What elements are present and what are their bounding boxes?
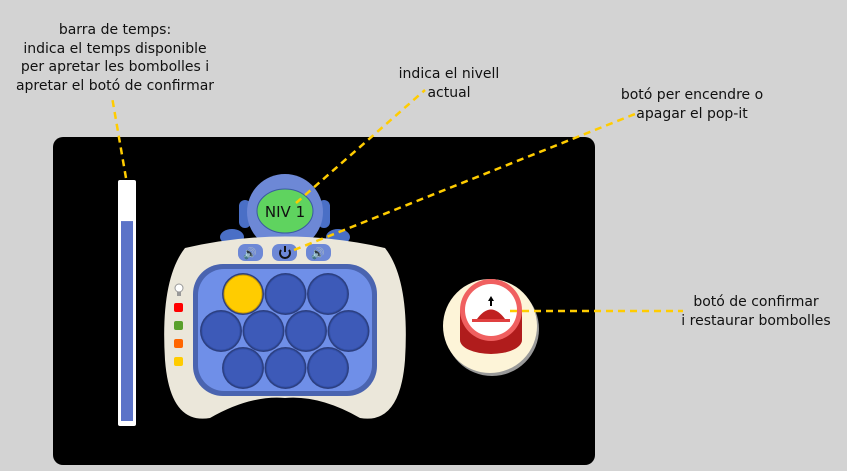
bell-icon: [472, 296, 510, 322]
bubble[interactable]: [266, 274, 305, 314]
volume-button[interactable]: [306, 244, 331, 261]
indicator-led: [174, 321, 183, 330]
light-bulb-icon: [174, 283, 184, 296]
sound-effects-button[interactable]: [238, 244, 263, 261]
power-button[interactable]: [272, 244, 297, 261]
annotation-line: botó per encendre o: [620, 87, 764, 103]
power-annotation: botó per encendre o apagar el pop-it: [621, 86, 763, 123]
annotation-line: apagar el pop-it: [636, 105, 748, 122]
annotation-line: barra de temps:: [58, 22, 172, 38]
bubble[interactable]: [223, 348, 263, 388]
confirm-annotation: botó de confirmar i restaurar bombolles: [681, 293, 830, 330]
indicator-led: [174, 339, 183, 348]
indicator-led: [174, 357, 183, 366]
bubble[interactable]: [286, 311, 326, 351]
bubble[interactable]: [244, 311, 283, 351]
timer-bar-fill: [121, 221, 133, 421]
bubble[interactable]: [201, 311, 241, 351]
annotation-line: indica el nivell: [398, 66, 500, 82]
bubble-pressed[interactable]: [223, 274, 263, 314]
annotation-line: botó de confirmar: [693, 294, 819, 310]
annotation-lines: [110, 89, 683, 313]
bubble[interactable]: [329, 311, 368, 351]
bubble[interactable]: [308, 274, 348, 314]
annotation-line: per apretar les bombolles i: [20, 59, 210, 75]
annotation-line: actual: [427, 84, 471, 101]
bubble[interactable]: [308, 348, 348, 388]
annotation-line: i restaurar bombolles: [681, 312, 831, 329]
timer-annotation: barra de temps: indica el temps disponib…: [16, 21, 214, 95]
annotation-line: indica el temps disponible: [23, 40, 207, 57]
level-annotation: indica el nivell actual: [399, 65, 500, 102]
volume-icon: 🔊: [311, 246, 325, 260]
annotation-line: apretar el botó de confirmar: [15, 77, 215, 94]
sound-effects-icon: 🔊: [243, 246, 257, 260]
indicator-led: [174, 303, 183, 312]
bubble[interactable]: [266, 348, 305, 388]
level-label: NIV 1: [264, 203, 306, 221]
power-icon: [279, 246, 291, 259]
